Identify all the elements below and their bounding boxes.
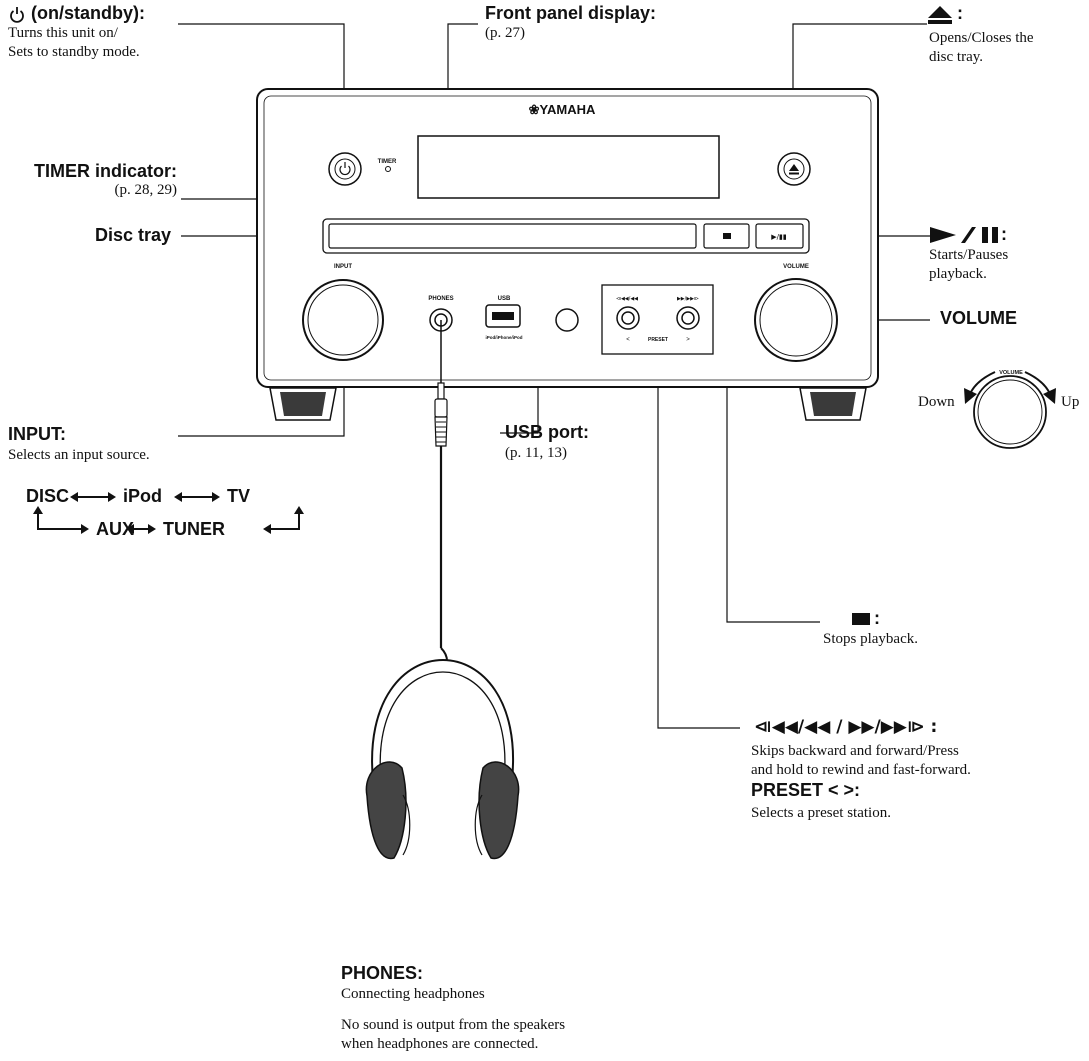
skip-desc-2: and hold to rewind and fast-forward. [751, 762, 971, 778]
display-desc: (p. 27) [485, 25, 525, 41]
front-panel-display [417, 135, 720, 199]
timer-desc: (p. 28, 29) [114, 182, 178, 198]
eject-desc-2: disc tray. [929, 49, 984, 65]
volume-dial [973, 375, 1047, 449]
skip-back-button [616, 306, 640, 330]
timer-indicator [385, 166, 391, 172]
timer-label: TIMER [378, 159, 397, 165]
input-desc: Selects an input source. [8, 447, 150, 463]
input-knob-label: INPUT [334, 264, 352, 270]
volume-title: VOLUME [940, 308, 1018, 328]
stop-title: : [874, 608, 880, 628]
headphone-left-cup [365, 761, 407, 860]
disc-tray-title: Disc tray [94, 225, 171, 245]
stop-icon [723, 233, 731, 239]
input-title: INPUT: [8, 424, 66, 444]
brand-logo: ❀YAMAHA [529, 102, 596, 117]
disc-tray-slot [328, 223, 697, 249]
skip-title: ⧏◀◀/◀◀ / ▶▶/▶▶⧐ : [754, 717, 938, 737]
preset-title: PRESET < >: [751, 780, 861, 800]
left-foot-pad [280, 392, 326, 416]
usb-sub-label: iPod/iPhone/iPod [486, 335, 523, 340]
volume-knob-label: VOLUME [783, 264, 809, 270]
play-pause-desc-1: Starts/Pauses [929, 247, 1009, 263]
standby-desc-1: Turns this unit on/ [8, 25, 118, 41]
headphone-plug [434, 398, 448, 418]
input-cycle-aux: AUX [96, 519, 135, 539]
phones-note-2: when headphones are connected. [341, 1036, 539, 1052]
input-cycle-tv: TV [227, 486, 251, 506]
input-knob [302, 279, 384, 361]
skip-forward-button [676, 306, 700, 330]
power-icon [339, 165, 351, 176]
volume-knob [754, 278, 838, 362]
phones-note-1: No sound is output from the speakers [341, 1017, 566, 1033]
audio-unit: ❀YAMAHA TIMER ▶/▮▮ INPUT PHONES USB [256, 88, 879, 421]
callout-icons [10, 6, 998, 625]
eject-icon [928, 6, 952, 18]
volume-dial-illustration: VOLUME [964, 370, 1056, 449]
headphone-cable [434, 320, 448, 648]
preset-lt: < [626, 337, 630, 343]
headphone-right-cup [478, 761, 520, 860]
eject-title: : [957, 3, 963, 23]
eject-desc-1: Opens/Closes the [929, 30, 1034, 46]
volume-up-label: Up [1061, 394, 1080, 410]
standby-title: (on/standby): [31, 3, 145, 23]
display-title: Front panel display: [485, 3, 657, 23]
phones-jack-label: PHONES [428, 296, 453, 302]
preset-desc: Selects a preset station. [751, 805, 891, 821]
eject-icon [789, 164, 799, 171]
input-cycle-disc: DISC [26, 486, 70, 506]
usb-port-label: USB [498, 296, 511, 302]
skip-desc-1: Skips backward and forward/Press [751, 743, 959, 759]
leader-skip [657, 345, 740, 729]
stop-desc: Stops playback. [823, 631, 918, 647]
play-pause-icon: ▶/▮▮ [771, 233, 787, 241]
preset-gt: > [686, 337, 690, 343]
input-cycle-arrows [33, 492, 304, 534]
input-cycle-ipod: iPod [123, 486, 162, 506]
standby-desc-2: Sets to standby mode. [8, 44, 140, 60]
remote-sensor [555, 308, 579, 332]
right-foot-pad [810, 392, 856, 416]
volume-dial-label: VOLUME [999, 370, 1023, 376]
skip-back-icon: ⧏◀◀/◀◀ [616, 296, 638, 302]
skip-forward-icon: ▶▶/▶▶⧐ [677, 296, 699, 302]
usb-title: USB port: [505, 422, 589, 442]
headphones [365, 647, 520, 860]
play-pause-icon [930, 227, 956, 243]
phones-desc: Connecting headphones [341, 986, 485, 1002]
usb-desc: (p. 11, 13) [505, 445, 567, 461]
input-cycle-tuner: TUNER [163, 519, 225, 539]
play-pause-title: : [1001, 224, 1007, 244]
power-button [328, 152, 362, 186]
stop-icon [852, 613, 870, 625]
play-pause-button [755, 223, 804, 249]
timer-title: TIMER indicator: [34, 161, 177, 181]
volume-down-label: Down [918, 394, 955, 410]
phones-title: PHONES: [341, 963, 424, 983]
preset-label: PRESET [648, 337, 668, 343]
play-pause-desc-2: playback. [929, 266, 987, 282]
power-icon [10, 10, 24, 23]
